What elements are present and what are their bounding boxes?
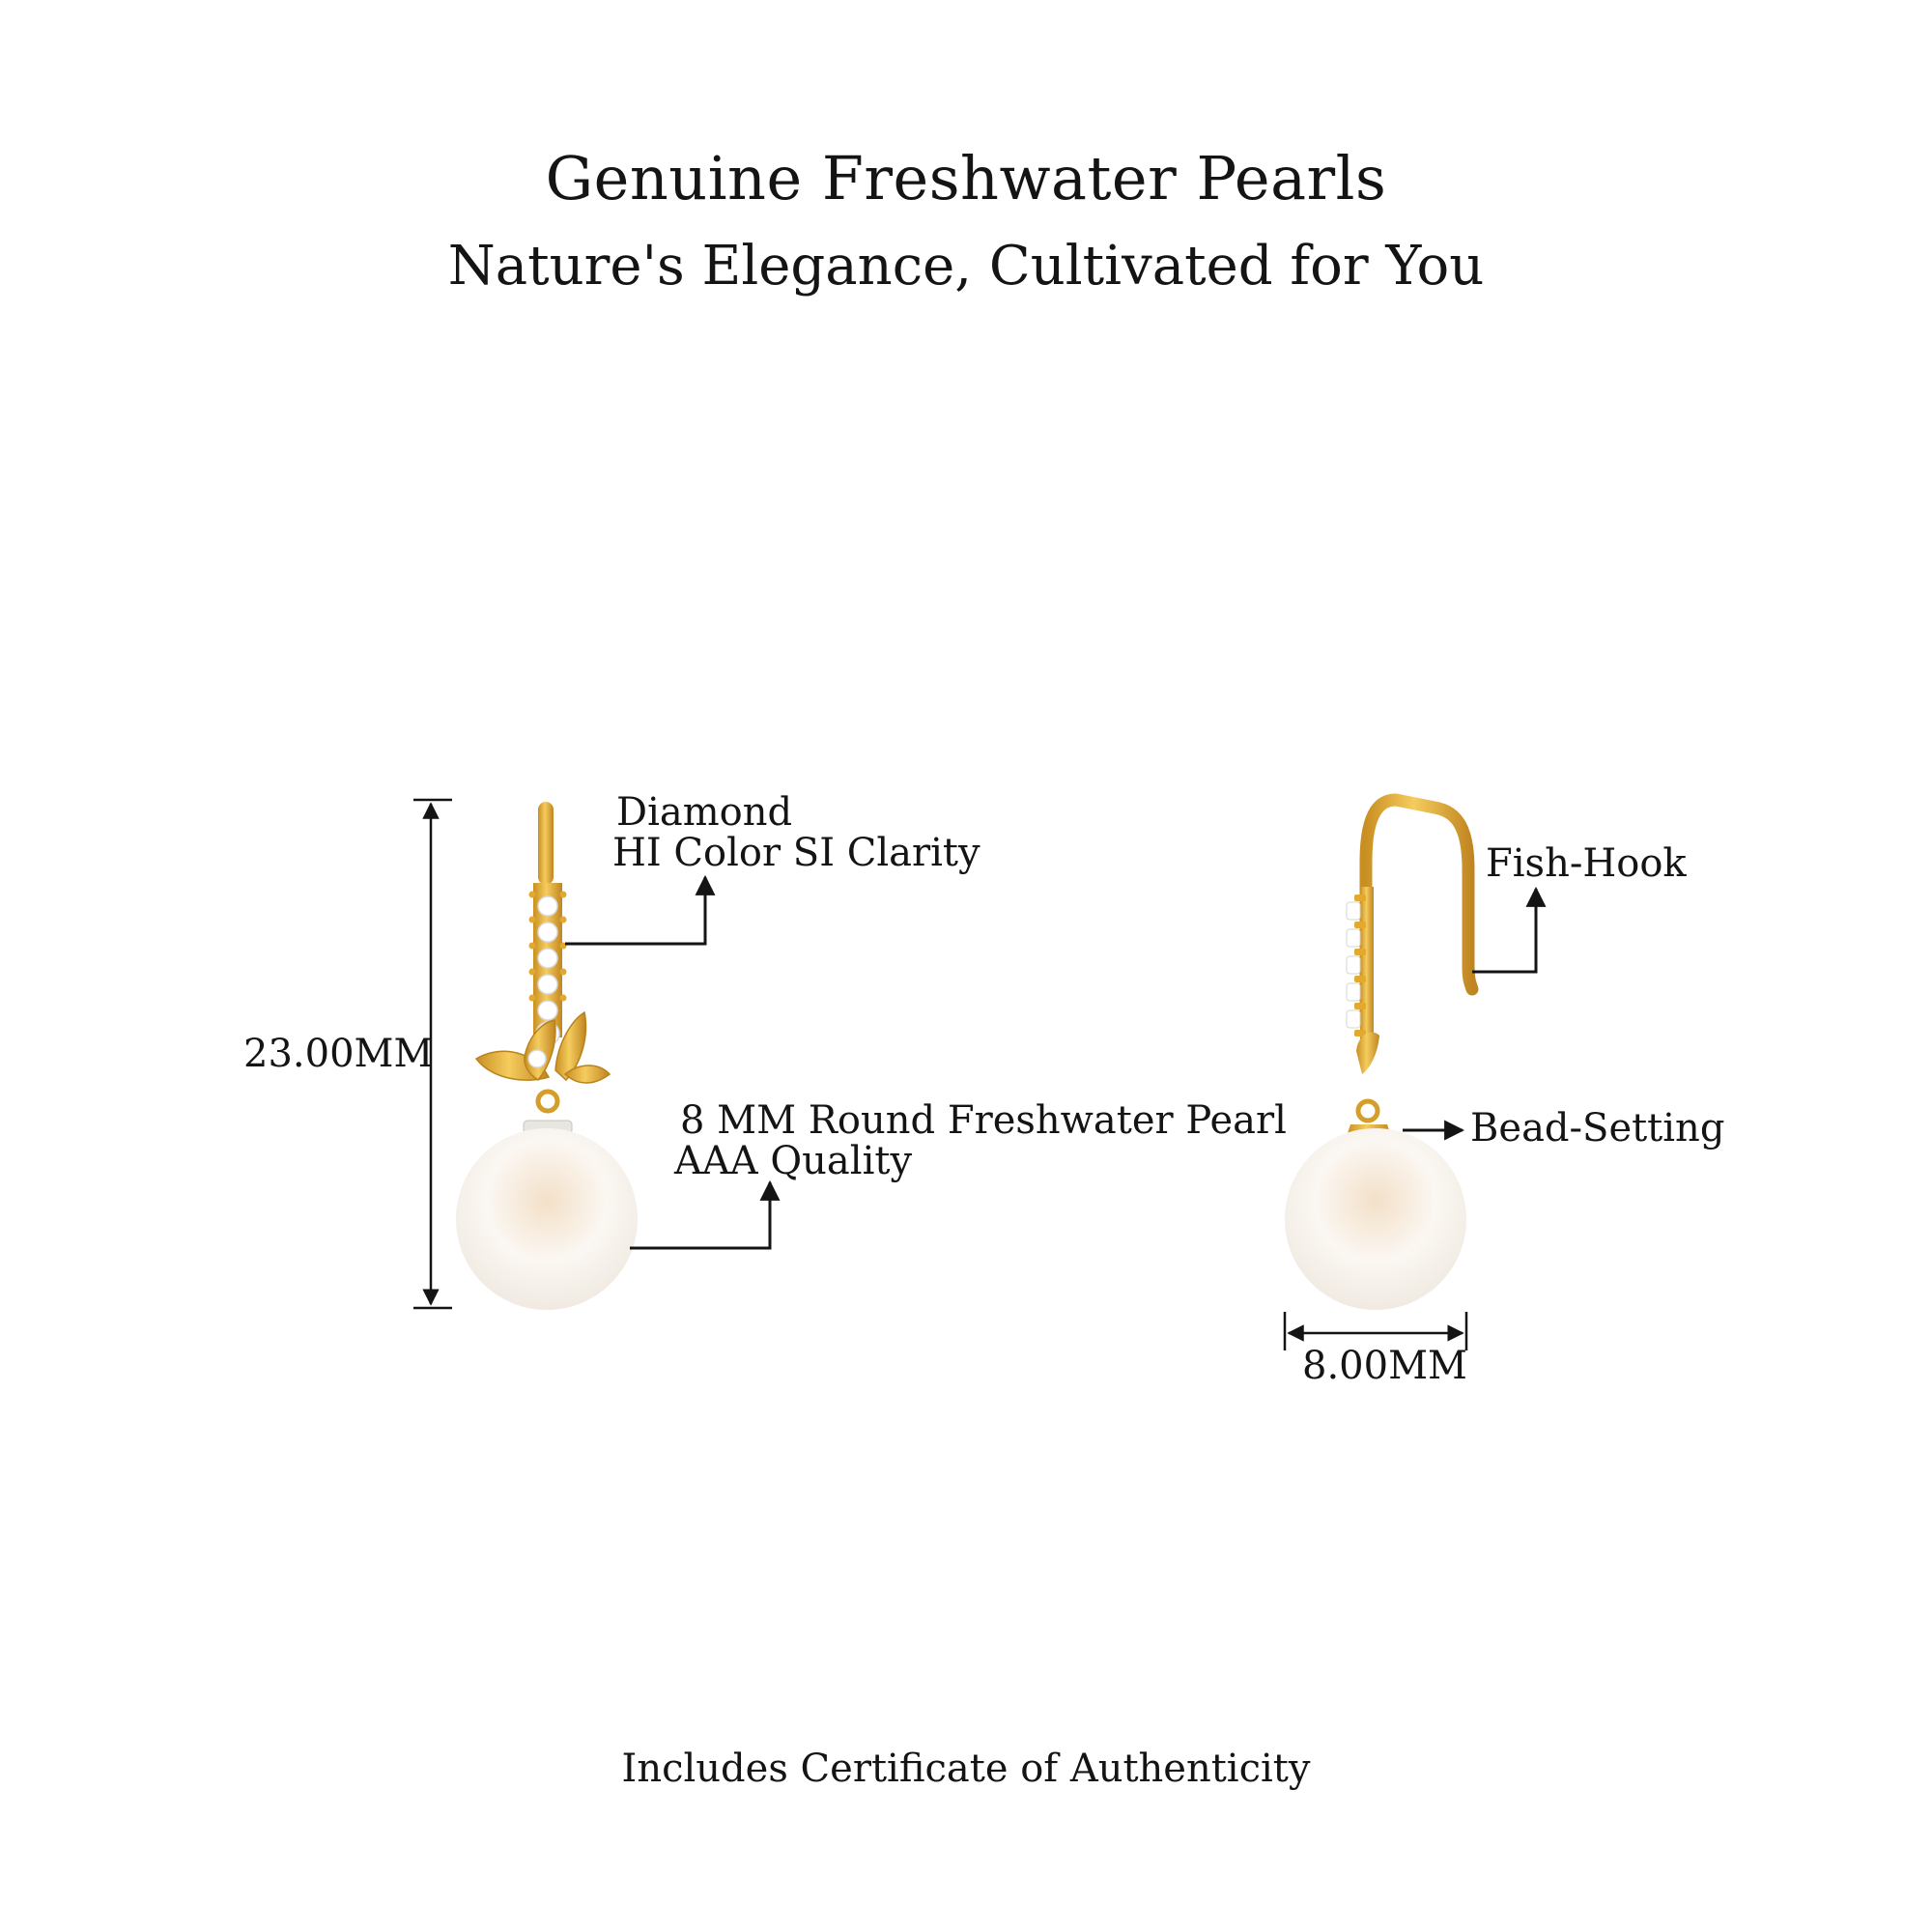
diamond-label-line2: HI Color SI Clarity [612, 831, 980, 875]
pearl-label-line1: 8 MM Round Freshwater Pearl [680, 1098, 1287, 1143]
fish-hook-callout-line [1472, 886, 1547, 974]
leaf-far-right [563, 1065, 611, 1084]
front-pearl [456, 1128, 638, 1310]
fish-hook-label: Fish-Hook [1486, 841, 1687, 886]
pearl-label-line2: AAA Quality [674, 1139, 913, 1183]
side-earring [1285, 793, 1479, 1310]
width-dimension [1283, 1312, 1468, 1350]
diamond-label-line1: Diamond [616, 790, 793, 835]
page-subtitle: Nature's Elegance, Cultivated for You [447, 235, 1485, 298]
front-hook-bar [538, 802, 554, 885]
height-dimension-label: 23.00MM [243, 1032, 434, 1076]
pearl-callout-line [630, 1179, 781, 1250]
front-earring [456, 802, 638, 1310]
fish-hook-wire [1359, 793, 1479, 1029]
side-leaf [1356, 1032, 1379, 1074]
pearl-label: 8 MM Round Freshwater Pearl AAA Quality [674, 1100, 1287, 1181]
side-diamond-prongs [1354, 895, 1366, 1037]
front-connector-ring [535, 1089, 560, 1114]
side-connector-ring [1355, 1098, 1380, 1123]
bead-setting-label: Bead-Setting [1470, 1106, 1725, 1151]
certificate-note: Includes Certificate of Authenticity [621, 1747, 1311, 1791]
width-dimension-label: 8.00MM [1302, 1344, 1467, 1388]
side-stem [1360, 887, 1374, 1049]
stem-prongs [528, 891, 567, 1002]
side-diamond-stones [1346, 901, 1361, 1029]
diamond-callout-line [565, 874, 716, 946]
height-dimension [413, 798, 452, 1310]
page-title: Genuine Freshwater Pearls [545, 143, 1387, 213]
side-pearl [1285, 1128, 1466, 1310]
diamond-label: Diamond HI Color SI Clarity [612, 792, 980, 873]
